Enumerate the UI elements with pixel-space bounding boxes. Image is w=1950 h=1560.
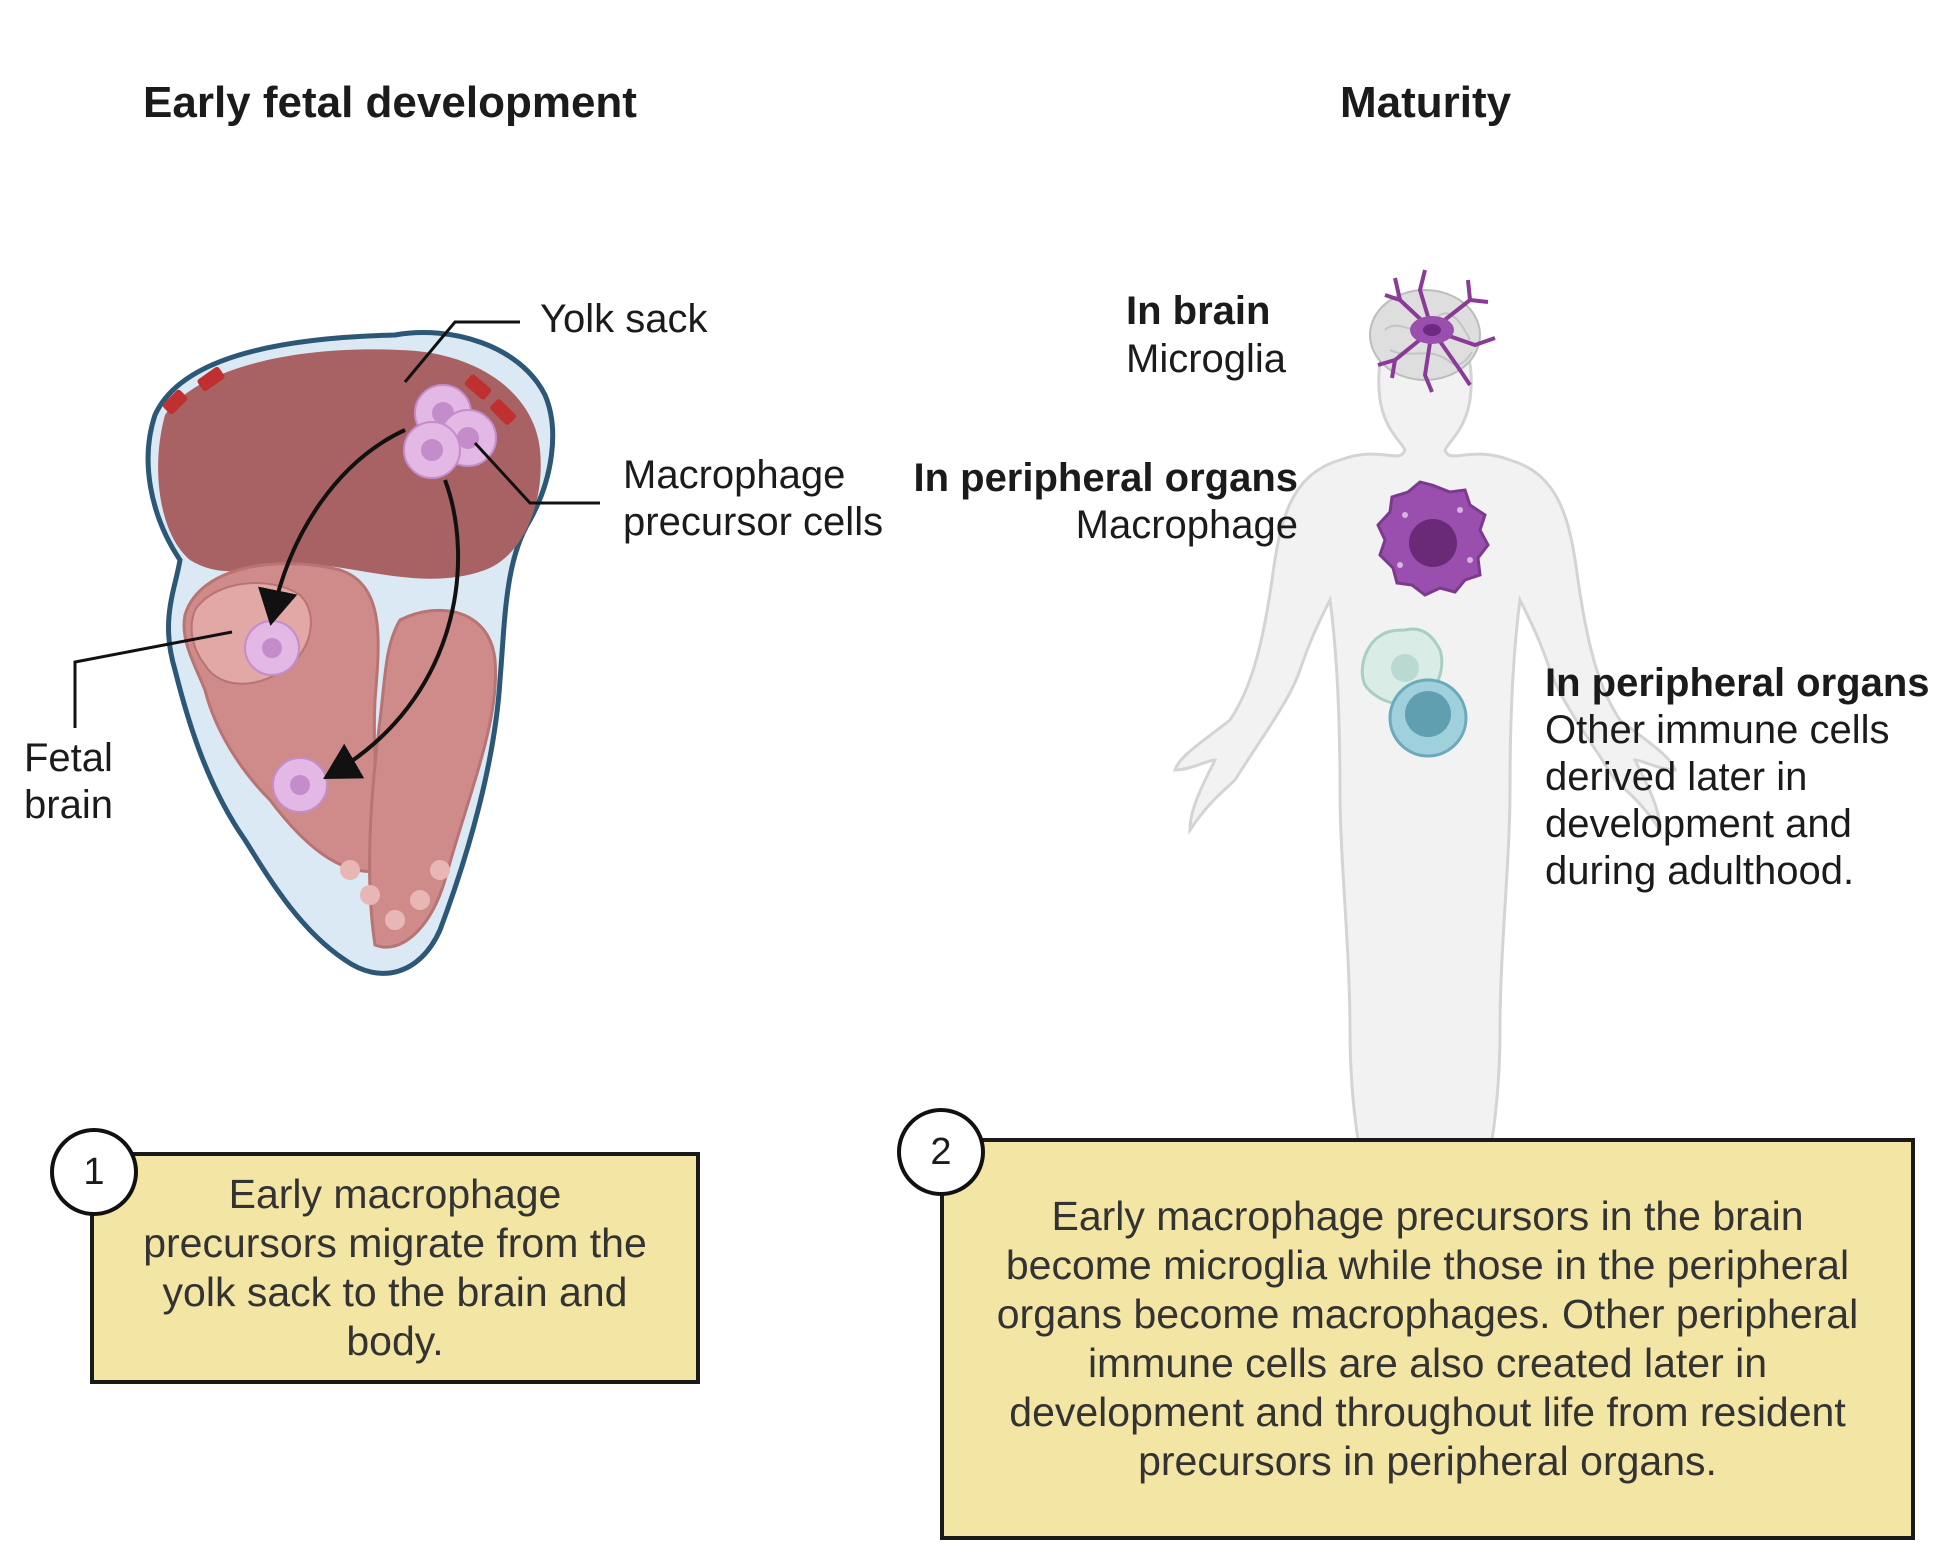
macrophage-precursor-cell (272, 757, 328, 813)
step-1-number: 1 (50, 1128, 138, 1216)
human-body-illustration (1172, 269, 1678, 1142)
other-line-3: development and (1545, 802, 1852, 846)
step-2-box: Early macrophage precursors in the brain… (940, 1138, 1915, 1540)
other-line-2: derived later in (1545, 755, 1808, 799)
other-line-4: during adulthood. (1545, 849, 1855, 893)
macrophage-precursor-cell (403, 421, 461, 479)
right-panel-title: Maturity (1340, 78, 1512, 127)
macrophage-precursor-cell (244, 620, 300, 676)
migration-arrow (323, 479, 460, 780)
macrophage-icon (1376, 480, 1490, 597)
left-panel-title: Early fetal development (143, 78, 637, 127)
fetal-brain-label-line1: Fetal (24, 736, 113, 780)
step-1-box: Early macrophage precursors migrate from… (90, 1152, 700, 1384)
microglia-icon (1377, 269, 1496, 393)
embryo-illustration (73, 320, 600, 976)
migration-arrow (258, 428, 406, 626)
step-1-text: Early macrophage precursors migrate from… (143, 1171, 647, 1364)
step-2-text: Early macrophage precursors in the brain… (996, 1193, 1859, 1484)
other-organs-heading: In peripheral organs (1545, 661, 1930, 705)
other-line-1: Other immune cells (1545, 708, 1890, 752)
precursor-label-line1: Macrophage (623, 453, 846, 497)
step-2-number: 2 (897, 1108, 985, 1196)
immune-cell-icon (1388, 678, 1468, 758)
microglia-label: Microglia (1126, 337, 1287, 381)
brain-heading: In brain (1126, 289, 1271, 333)
yolk-sack-label: Yolk sack (540, 297, 708, 341)
organs-heading: In peripheral organs (913, 456, 1298, 500)
precursor-callout (473, 441, 600, 505)
precursor-label-line2: precursor cells (623, 500, 884, 544)
macrophage-label: Macrophage (1075, 503, 1298, 547)
embryo-tail (368, 608, 498, 949)
fetal-brain-label-line2: brain (24, 783, 113, 827)
fetal-brain-callout (73, 630, 233, 728)
yolk-sack-callout (403, 320, 520, 383)
